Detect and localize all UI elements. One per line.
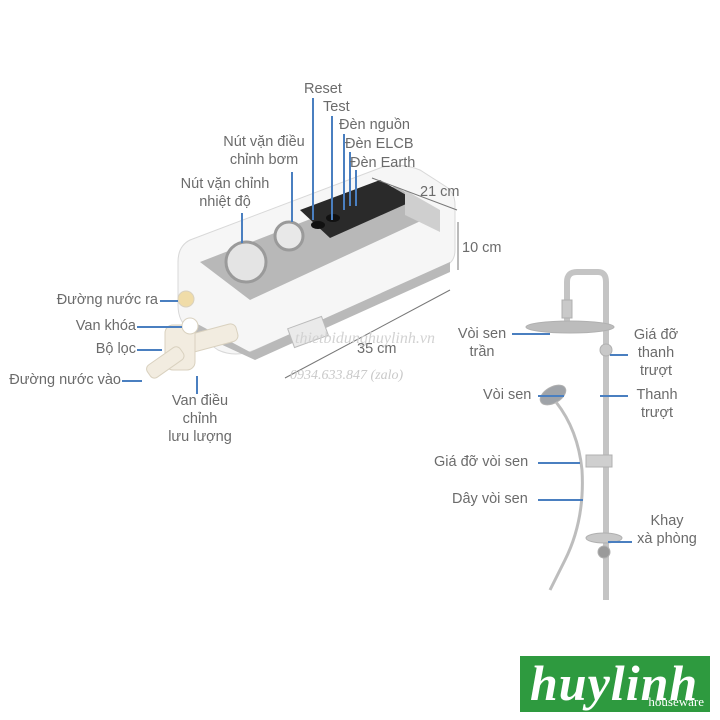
label-handheld-shower: Vòi sen bbox=[483, 387, 532, 403]
dimension-height: 10 cm bbox=[462, 240, 502, 256]
leader-lock-valve bbox=[137, 326, 182, 328]
watermark-site: thietbidunghuylinh.vn bbox=[295, 330, 435, 347]
leader-handheld bbox=[538, 395, 564, 397]
label-lock-valve: Van khóa bbox=[75, 318, 136, 334]
dimension-width: 35 cm bbox=[357, 341, 397, 357]
label-flow-valve-line3: lưu lượng bbox=[168, 429, 232, 445]
label-elcb-light: Đèn ELCB bbox=[345, 136, 414, 152]
leader-water-in bbox=[122, 380, 142, 382]
leader-earth-light bbox=[355, 170, 357, 206]
leader-slide-bracket bbox=[610, 354, 628, 356]
label-shower-holder: Giá đỡ vòi sen bbox=[434, 454, 529, 470]
leader-elcb-light bbox=[349, 152, 351, 206]
label-reset: Reset bbox=[304, 81, 342, 97]
label-overhead-line1: Vòi sen bbox=[457, 326, 507, 342]
watermark-phone: 0934.633.847 (zalo) bbox=[290, 368, 404, 383]
label-power-light: Đèn nguồn bbox=[339, 117, 410, 133]
brand-name: huylinh bbox=[530, 655, 699, 711]
label-slide-bar-line2: trượt bbox=[640, 405, 674, 421]
leader-hose bbox=[538, 499, 583, 501]
dimension-arrows bbox=[284, 177, 459, 379]
label-slide-bracket-line1: Giá đỡ bbox=[633, 327, 679, 343]
leader-temp-knob bbox=[241, 213, 243, 243]
leader-pump-knob bbox=[291, 172, 293, 222]
label-slide-bracket-line2: thanh bbox=[637, 345, 675, 361]
label-slide-bar: Thanh trượt bbox=[628, 386, 686, 422]
leader-slide-bar bbox=[600, 395, 628, 397]
valve-assembly bbox=[146, 290, 239, 379]
label-temp-knob-line1: Nút vặn chỉnh bbox=[180, 176, 270, 192]
label-test: Test bbox=[323, 99, 350, 115]
leader-test bbox=[331, 116, 333, 220]
label-flow-valve: Van điều chỉnh lưu lượng bbox=[160, 392, 240, 446]
label-soap-tray-line1: Khay bbox=[650, 513, 684, 529]
brand-tagline: houseware bbox=[648, 694, 704, 709]
label-flow-valve-line1: Van điều bbox=[171, 393, 229, 409]
brand-logo: huylinh houseware bbox=[520, 655, 710, 712]
label-earth-light: Đèn Earth bbox=[350, 155, 416, 171]
label-temp-knob-line2: nhiệt độ bbox=[199, 194, 251, 210]
leader-reset bbox=[312, 98, 314, 220]
leader-flow-valve bbox=[196, 376, 198, 394]
leader-overhead bbox=[512, 333, 550, 335]
leader-soap-tray bbox=[608, 541, 632, 543]
label-slide-bar-line1: Thanh bbox=[636, 387, 678, 403]
water-heater-body bbox=[177, 164, 456, 360]
leader-water-out bbox=[160, 300, 178, 302]
shower-set bbox=[525, 269, 623, 600]
label-pump-knob-line2: chỉnh bơm bbox=[229, 152, 299, 168]
dimension-depth: 21 cm bbox=[420, 184, 460, 200]
label-water-out: Đường nước ra bbox=[56, 292, 158, 308]
label-slide-bracket-line3: trượt bbox=[639, 363, 673, 379]
label-overhead-shower: Vòi sen trần bbox=[452, 325, 512, 361]
label-temp-knob: Nút vặn chỉnh nhiệt độ bbox=[175, 175, 275, 211]
label-soap-tray: Khay xà phòng bbox=[630, 512, 704, 548]
label-soap-tray-line2: xà phòng bbox=[637, 531, 697, 547]
leader-filter bbox=[137, 349, 162, 351]
label-flow-valve-line2: chỉnh bbox=[182, 411, 218, 427]
label-overhead-line2: trần bbox=[469, 344, 495, 360]
label-water-in: Đường nước vào bbox=[9, 372, 121, 388]
leader-holder bbox=[538, 462, 580, 464]
label-pump-knob-line1: Nút vặn điều bbox=[223, 134, 305, 150]
label-shower-hose: Dây vòi sen bbox=[452, 491, 528, 507]
leader-power-light bbox=[343, 134, 345, 210]
label-filter: Bộ lọc bbox=[95, 341, 136, 357]
label-pump-knob: Nút vặn điều chỉnh bơm bbox=[216, 133, 312, 169]
label-slide-bracket: Giá đỡ thanh trượt bbox=[626, 326, 686, 380]
